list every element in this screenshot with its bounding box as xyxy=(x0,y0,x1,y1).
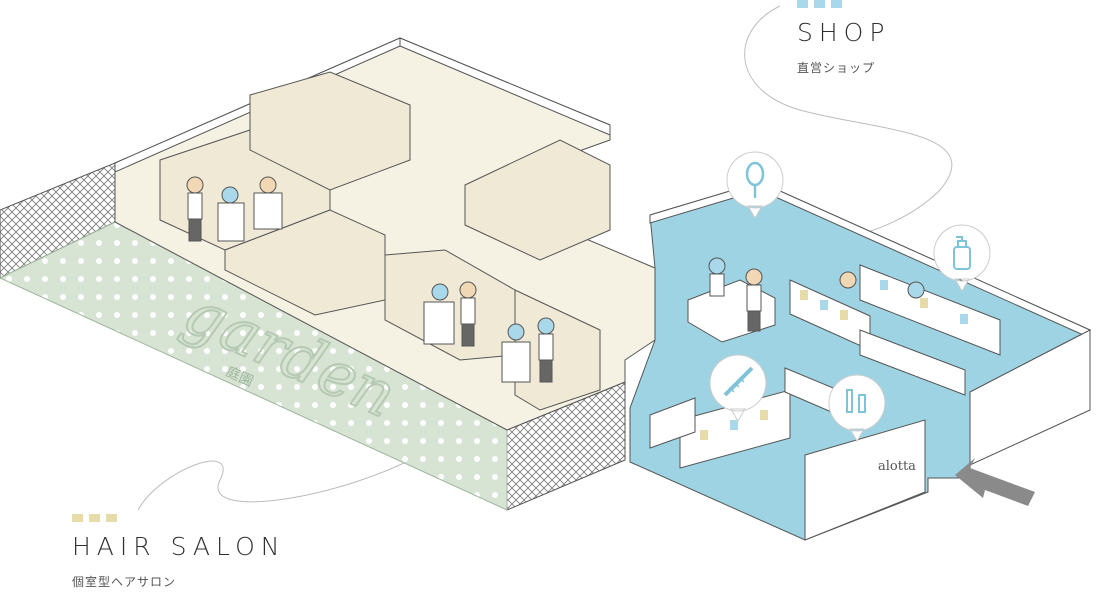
shop-subtitle: 直営ショップ xyxy=(797,61,876,75)
salon-right-wall xyxy=(399,37,611,136)
salon-customer-2 xyxy=(253,176,283,230)
salon-title: HAIR SALON xyxy=(72,532,286,561)
salon-stylist-3 xyxy=(537,317,555,383)
salon-customer-1 xyxy=(217,186,245,242)
pump-bottle-icon xyxy=(933,224,991,292)
comb-icon xyxy=(709,354,767,422)
shop-label: SHOP 直営ショップ xyxy=(797,0,890,76)
entrance-arrow-icon xyxy=(955,458,1035,506)
salon-stylist-2 xyxy=(459,281,477,347)
private-booth-5 xyxy=(464,139,611,261)
salon-subtitle: 個室型ヘアサロン xyxy=(72,575,177,589)
product-shelf-2 xyxy=(859,264,1001,356)
salon-customer-4 xyxy=(501,323,531,383)
shop-leader-curve xyxy=(744,5,953,246)
salon-stylist-1 xyxy=(186,176,204,242)
shop-bench xyxy=(649,397,696,449)
shop-customer-2 xyxy=(839,271,857,289)
salon-accent-squares xyxy=(72,514,285,522)
private-booth-3 xyxy=(249,71,411,191)
product-shelf-3 xyxy=(859,329,966,396)
salon-leader-curve xyxy=(137,459,411,511)
shop-front-sign-wall xyxy=(804,419,926,541)
shop-staff xyxy=(708,257,726,297)
cosmetics-icon xyxy=(828,374,886,442)
salon-customer-3 xyxy=(423,283,455,345)
store-sign: alotta xyxy=(878,459,916,474)
shop-customer-3 xyxy=(907,281,925,299)
shop-customer-1 xyxy=(745,268,763,332)
shop-title: SHOP xyxy=(797,18,891,47)
shop-accent-squares xyxy=(797,0,890,8)
mirror-icon xyxy=(726,151,784,219)
salon-label: HAIR SALON 個室型ヘアサロン xyxy=(72,514,285,590)
